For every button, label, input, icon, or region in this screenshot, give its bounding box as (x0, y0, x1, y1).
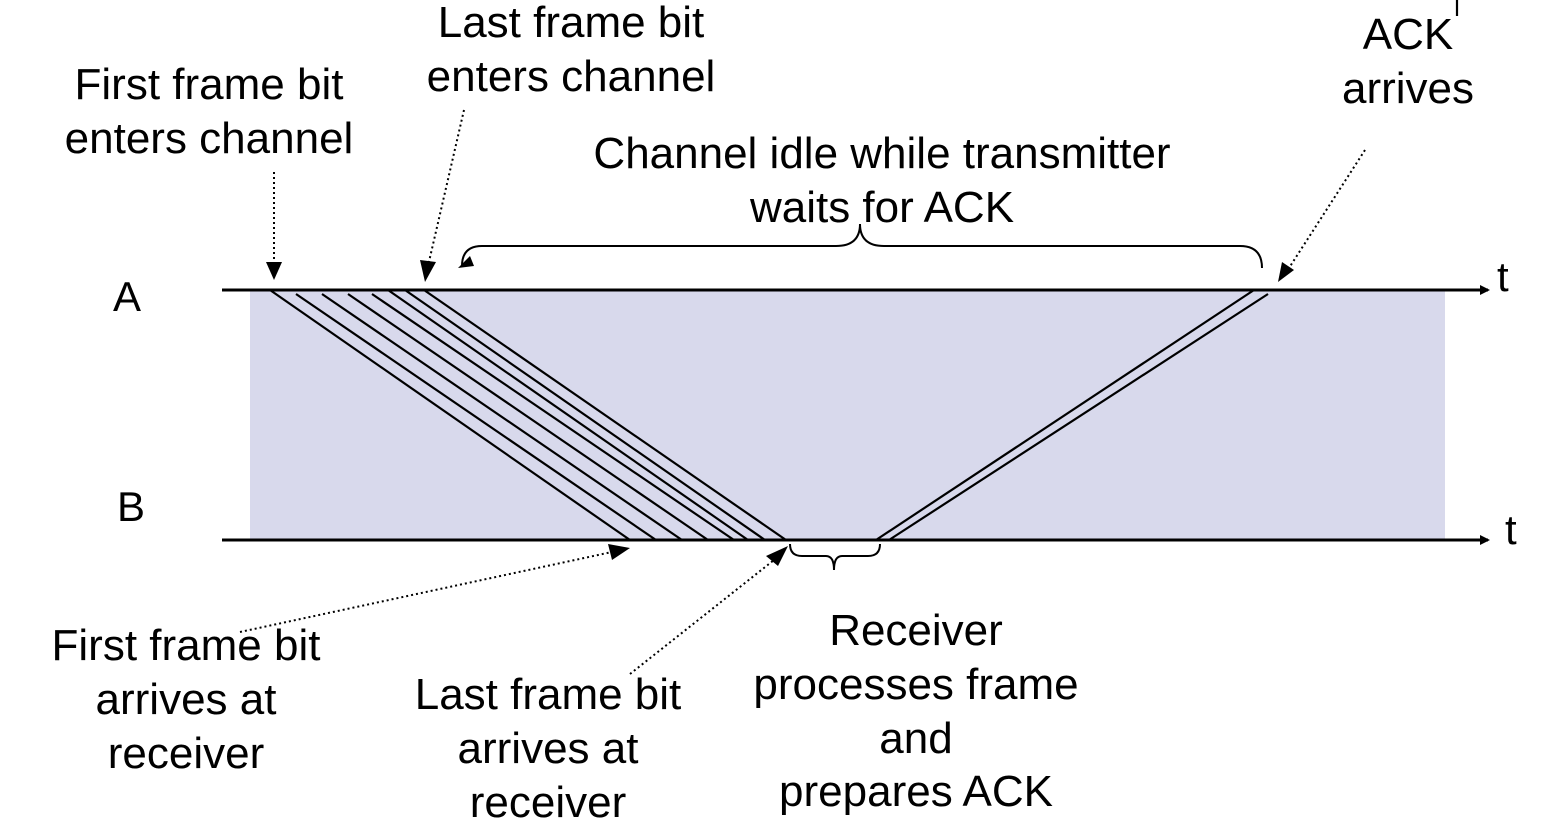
frame-bit-line-6 (387, 289, 749, 541)
pointer-first-bit-arrives (239, 551, 613, 633)
frame-bit-line-4 (347, 293, 709, 541)
annotation-line: ACK (1363, 10, 1453, 59)
frame-bit-line-1 (269, 289, 631, 541)
pointer-last-bit-enters-arrowhead (420, 260, 436, 282)
ack-line-2 (888, 293, 1269, 541)
ack-line-1 (875, 289, 1255, 541)
annotation-last-bit-enters: Last frame bit enters channel (427, 0, 716, 101)
channel-idle-brace-arrowhead (458, 256, 474, 268)
pointer-last-bit-enters (427, 109, 465, 267)
annotation-receiver-processes: Receiver processes frame and prepares AC… (753, 606, 1078, 816)
pointer-last-bit-arrives (629, 559, 775, 675)
annotation-last-bit-arrives: Last frame bit arrives at receiver (415, 670, 682, 827)
annotation-line: enters channel (427, 52, 716, 101)
annotation-line: First frame bit (52, 621, 321, 670)
pointer-first-bit-enters-arrowhead (266, 262, 282, 280)
node-a-label: A (113, 273, 141, 320)
channel-idle-brace (461, 223, 1263, 269)
annotation-line: Last frame bit (415, 670, 682, 719)
pointer-last-bit-arrives-arrowhead (766, 546, 788, 566)
pointer-first-bit-arrives-arrowhead (608, 544, 630, 560)
annotation-ack-arrives: ACK arrives (1342, 10, 1474, 113)
annotation-line: waits for ACK (749, 183, 1014, 232)
annotation-line: arrives (1342, 64, 1474, 113)
annotation-line: prepares ACK (779, 767, 1053, 816)
annotation-line: receiver (470, 778, 627, 827)
annotation-line: arrives at (96, 675, 277, 724)
node-b-label: B (117, 483, 145, 530)
pointer-ack-arrives-arrowhead (1278, 262, 1294, 282)
annotation-line: and (879, 714, 952, 763)
ack-lines (875, 289, 1269, 541)
pointer-ack-arrives (1288, 149, 1366, 269)
annotation-channel-idle: Channel idle while transmitter waits for… (593, 129, 1170, 232)
annotation-line: enters channel (65, 114, 354, 163)
annotation-first-bit-arrives: First frame bit arrives at receiver (52, 621, 321, 778)
annotation-line: processes frame (753, 660, 1078, 709)
annotation-first-bit-enters: First frame bit enters channel (65, 60, 354, 163)
annotation-line: Receiver (829, 606, 1003, 655)
frame-bit-line-7 (404, 289, 766, 541)
processing-brace (789, 543, 881, 571)
frame-bit-line-8 (423, 289, 787, 541)
frame-bit-line-5 (371, 293, 735, 541)
time-label-b: t (1505, 506, 1517, 553)
annotation-line: receiver (108, 729, 265, 778)
frame-bit-lines (269, 289, 787, 541)
time-label-a: t (1497, 253, 1509, 300)
frame-bit-line-2 (295, 293, 657, 541)
annotation-line: arrives at (458, 724, 639, 773)
frame-bit-line-3 (321, 293, 683, 541)
annotation-line: Channel idle while transmitter (593, 129, 1170, 178)
channel-band (250, 290, 1445, 540)
annotation-line: Last frame bit (438, 0, 705, 47)
annotation-line: First frame bit (75, 60, 344, 109)
